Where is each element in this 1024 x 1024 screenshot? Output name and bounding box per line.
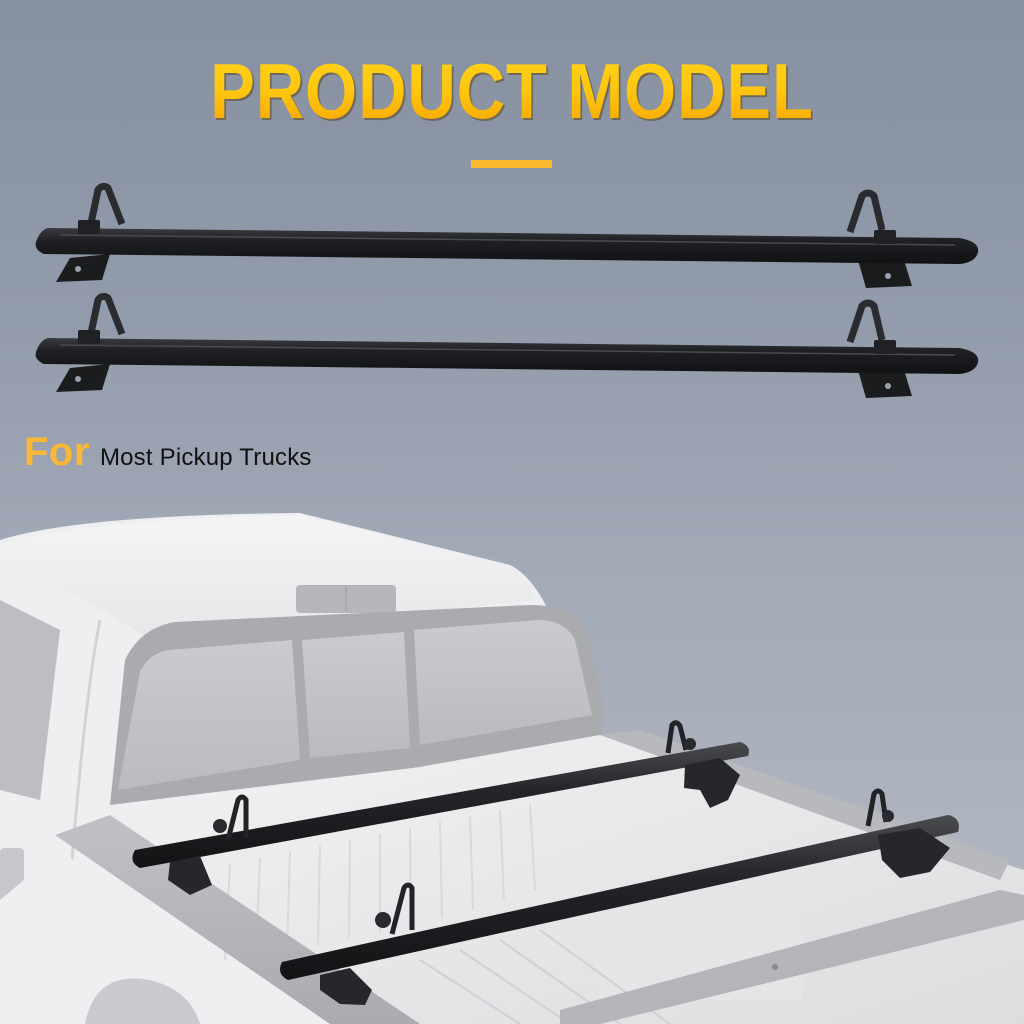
rear-window-left bbox=[118, 640, 300, 790]
rear-wheel-arch bbox=[85, 978, 200, 1024]
caption-text: Most Pickup Trucks bbox=[99, 444, 312, 471]
tie-down-loop-right bbox=[846, 189, 886, 234]
mounting-plate-left bbox=[56, 254, 110, 282]
page-title: PRODUCT MODEL bbox=[72, 52, 953, 130]
title-underline-divider bbox=[471, 160, 552, 168]
rear-window-center bbox=[302, 632, 410, 758]
tie-down-loop-left bbox=[86, 182, 126, 229]
crossbar-1 bbox=[35, 182, 979, 288]
side-window bbox=[0, 600, 60, 800]
compatibility-caption: For Most Pickup Trucks bbox=[24, 430, 312, 475]
caption-highlight: For bbox=[24, 430, 90, 474]
crossbar-2 bbox=[35, 292, 979, 398]
truck-installation-illustration bbox=[0, 513, 1024, 1024]
tailgate-rail bbox=[560, 890, 1024, 1024]
bed-rail-left bbox=[55, 815, 420, 1024]
installed-crossbar-2 bbox=[280, 788, 959, 1005]
product-bars-illustration bbox=[35, 182, 979, 398]
mounting-plate-right bbox=[858, 260, 912, 288]
rear-window-right bbox=[414, 620, 592, 745]
installed-crossbar-1 bbox=[132, 720, 750, 895]
